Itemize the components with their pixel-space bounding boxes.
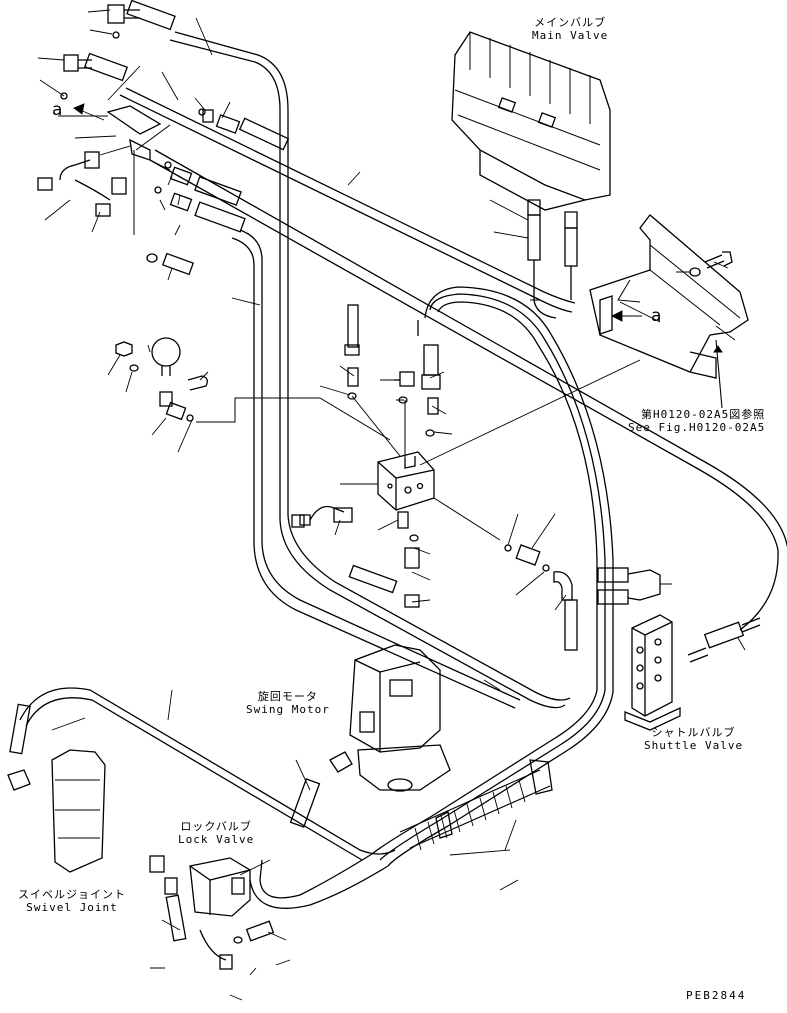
lock-valve-label-jp: ロックバルブ <box>180 820 252 833</box>
main-valve-label-en: Main Valve <box>532 29 609 42</box>
figure-reference-jp: 第H0120-02A5図参照 <box>640 408 766 421</box>
swivel-joint-label-en: Swivel Joint <box>26 901 118 914</box>
swing-motor-label: 旋回モータ Swing Motor <box>246 690 330 716</box>
main-valve-label-jp: メインバルブ <box>534 16 607 29</box>
accumulator <box>115 337 391 441</box>
swing-motor-label-jp: 旋回モータ <box>257 690 318 703</box>
shuttle-valve-label-jp: シャトルバルブ <box>651 726 736 739</box>
swing-motor-label-en: Swing Motor <box>246 703 330 716</box>
swing-motor <box>289 644 451 828</box>
leader-lines <box>37 9 746 1001</box>
detail-letter-a-right: a <box>651 306 662 326</box>
figure-reference-en: See Fig.H0120-02A5 <box>628 421 766 434</box>
lock-valve-label: ロックバルブ Lock Valve <box>178 820 254 846</box>
swivel-joint-label-jp: スイベルジョイント <box>18 888 126 901</box>
elbow-fittings <box>504 544 578 651</box>
shuttle-valve-label: シャトルバルブ Shuttle Valve <box>644 726 743 752</box>
top-left-fittings <box>37 0 290 276</box>
bracket-detail-a <box>589 214 749 379</box>
main-valve-label: メインバルブ Main Valve <box>532 16 608 42</box>
swivel-joint-label: スイベルジョイント Swivel Joint <box>18 888 126 914</box>
pipe-bundle <box>19 286 661 909</box>
shuttle-valve <box>624 614 761 731</box>
main-valve <box>451 31 611 319</box>
shuttle-valve-label-en: Shuttle Valve <box>644 739 744 752</box>
lock-valve-label-en: Lock Valve <box>178 833 255 846</box>
main-hose-run <box>119 31 787 709</box>
swivel-joint <box>7 703 106 873</box>
lock-valve <box>149 855 275 970</box>
detail-letter-a-left: a <box>52 100 63 120</box>
junction-block <box>291 304 501 608</box>
figure-reference-label: 第H0120-02A5図参照 See Fig.H0120-02A5 <box>628 408 765 434</box>
drawing-code: PEB2844 <box>686 989 747 1002</box>
